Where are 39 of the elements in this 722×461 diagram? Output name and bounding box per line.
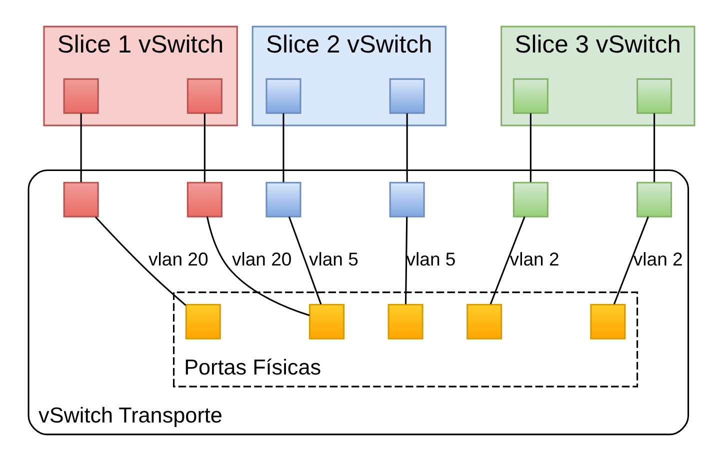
node-box xyxy=(636,78,672,114)
node-box xyxy=(184,304,220,340)
node-box xyxy=(512,182,548,218)
connector xyxy=(80,113,82,182)
connector xyxy=(206,216,310,316)
connector xyxy=(288,216,322,304)
edge-label: vlan 20 xyxy=(148,248,208,270)
node-box xyxy=(512,78,548,114)
cluster: Slice 3 vSwitch xyxy=(500,26,695,126)
node-box xyxy=(62,182,98,218)
connector xyxy=(653,113,655,182)
connector xyxy=(203,113,205,182)
connector xyxy=(489,216,525,304)
edge-label: vlan 5 xyxy=(406,248,456,270)
connector xyxy=(529,113,531,182)
cluster: Slice 1 vSwitch xyxy=(42,26,238,126)
connector xyxy=(282,113,284,182)
node-box xyxy=(186,78,222,114)
node-box xyxy=(388,182,424,218)
edge-label: vlan 5 xyxy=(308,248,358,270)
edge-label: vlan 2 xyxy=(632,248,682,270)
connector xyxy=(404,216,408,304)
node-box xyxy=(308,304,344,340)
node-box xyxy=(388,78,424,114)
node-box xyxy=(387,304,423,340)
node-box xyxy=(62,78,98,114)
node-box xyxy=(636,182,672,218)
edge-label: vlan 20 xyxy=(231,248,292,270)
connector xyxy=(94,216,186,306)
node-box xyxy=(265,182,301,218)
node-box xyxy=(466,304,502,340)
node-box xyxy=(186,182,222,218)
node-box xyxy=(590,304,626,340)
node-box xyxy=(265,78,301,114)
connector xyxy=(612,216,648,304)
connector xyxy=(406,113,408,182)
cluster: Portas Físicas xyxy=(172,292,638,388)
edge-label: vlan 2 xyxy=(509,248,559,270)
cluster: Slice 2 vSwitch xyxy=(251,26,446,126)
